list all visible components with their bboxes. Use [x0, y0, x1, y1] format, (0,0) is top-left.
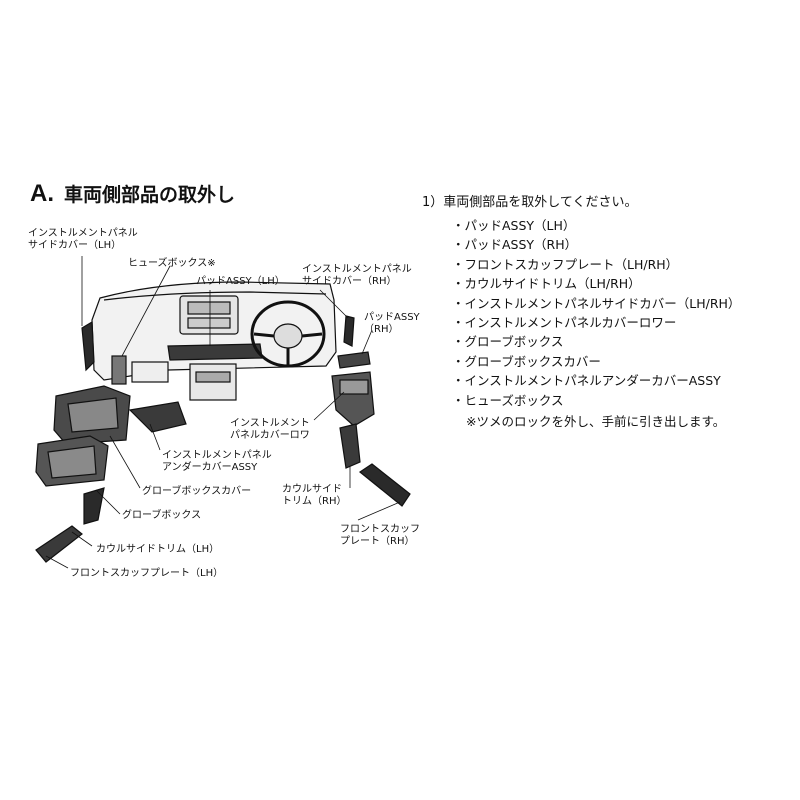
label-pad-assy-rh: パッドASSY （RH）	[364, 312, 420, 335]
label-front-scuff-rh: フロントスカッフ プレート（RH）	[340, 524, 420, 547]
inst-side-cover-lh-shape	[81, 320, 95, 372]
list-item: ・フロントスカッフプレート（LH/RH）	[452, 256, 679, 272]
front-scuff-lh-shape	[35, 525, 83, 563]
label-cowl-side-trim-rh: カウルサイド トリム（RH）	[282, 484, 347, 507]
cowl-side-trim-rh-shape	[339, 423, 361, 469]
list-item: ・インストルメントパネルサイドカバー（LH/RH）	[452, 295, 741, 311]
label-inst-side-cover-lh: インストルメントパネル サイドカバー（LH）	[28, 228, 138, 251]
front-scuff-rh-shape	[358, 463, 411, 507]
label-glove-box: グローブボックス	[122, 510, 202, 521]
label-fuse-box: ヒューズボックス※	[128, 258, 216, 269]
fuse-box-shape	[111, 355, 127, 385]
label-glove-box-cover: グローブボックスカバー	[142, 486, 252, 497]
instruction-step: 1）車両側部品を取外してください。	[422, 195, 638, 210]
section-letter: A.	[30, 180, 54, 207]
list-item: ・グローブボックスカバー	[452, 353, 601, 369]
label-pad-assy-lh: パッドASSY（LH）	[196, 276, 285, 287]
dashboard-top-pad	[103, 291, 327, 301]
list-item: ・インストルメントパネルカバーロワー	[452, 314, 677, 330]
inst-side-cover-rh-shape	[343, 315, 355, 347]
removal-parts-list: ・パッドASSY（LH） ・パッドASSY（RH） ・フロントスカッフプレート（…	[452, 216, 740, 410]
list-item: ・インストルメントパネルアンダーカバーASSY	[452, 373, 721, 389]
label-cowl-side-trim-lh: カウルサイドトリム（LH）	[96, 544, 220, 555]
label-front-scuff-lh: フロントスカッフプレート（LH）	[70, 568, 224, 579]
list-item: ・グローブボックス	[452, 334, 564, 350]
section-heading: 車両側部品の取外し	[64, 184, 236, 206]
fuse-box-note: ※ツメのロックを外し、手前に引き出します。	[466, 414, 726, 429]
pad-assy-lh-shape	[167, 343, 263, 361]
cowl-side-trim-lh-shape	[83, 487, 105, 525]
list-item: ・パッドASSY（RH）	[452, 237, 578, 253]
label-inst-under-cover: インストルメントパネル アンダーカバーASSY	[162, 450, 272, 473]
list-item: ・カウルサイドトリム（LH/RH）	[452, 276, 641, 292]
pad-assy-rh-shape	[337, 351, 371, 369]
inst-under-cover-shape	[128, 401, 187, 433]
list-item: ・パッドASSY（LH）	[452, 218, 576, 233]
section-title: A. 車両側部品の取外し	[30, 180, 235, 208]
list-item: ・ヒューズボックス	[452, 392, 564, 408]
label-inst-cover-lower: インストルメント パネルカバーロワ	[230, 418, 310, 441]
label-inst-side-cover-rh: インストルメントパネル サイドカバー（RH）	[302, 264, 412, 287]
